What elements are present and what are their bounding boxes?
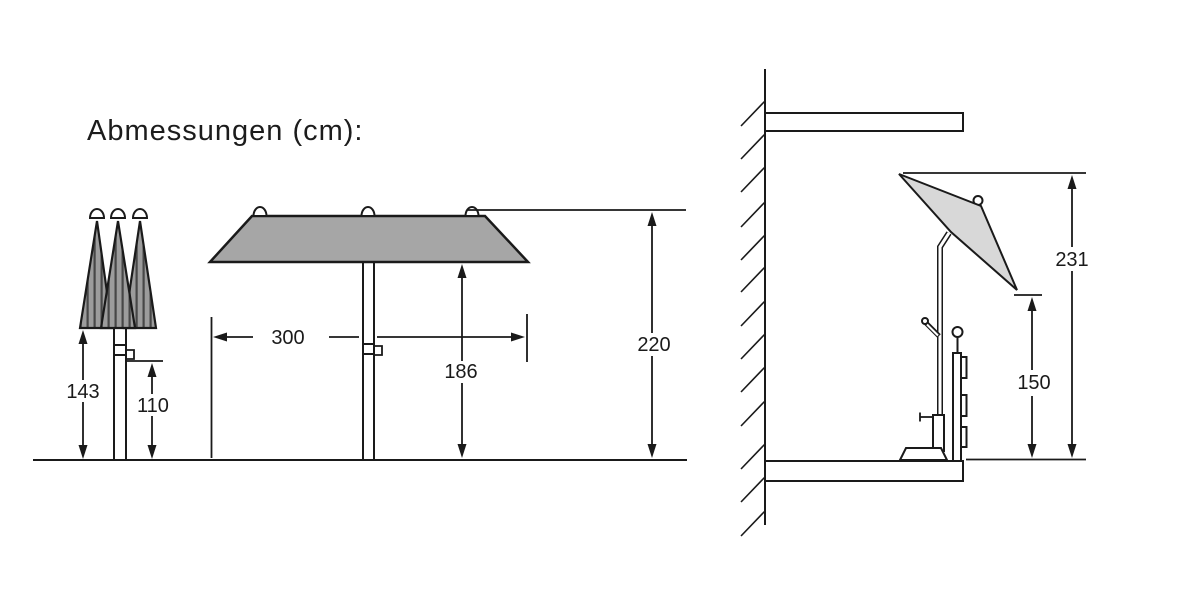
hatch-line [740, 133, 766, 160]
floor-slab [764, 460, 964, 482]
dimension-label-220: 220 [637, 334, 670, 356]
open-umbrella [207, 206, 531, 461]
tilt-step [126, 349, 135, 360]
finial-cap-icon [88, 208, 106, 219]
dimension-label-231: 231 [1055, 249, 1088, 271]
railing-post [952, 352, 962, 462]
dimension-220: 220 [467, 209, 686, 458]
dimension-label-300: 300 [271, 327, 304, 349]
arrowhead-left-icon [213, 332, 227, 342]
umbrella-base-plate [898, 447, 949, 461]
railing-rail [960, 356, 968, 379]
hatch-line [740, 476, 766, 503]
dimension-110: 110 [127, 360, 169, 459]
dimension-186: 186 [444, 264, 478, 458]
ceiling-slab [764, 112, 964, 132]
closed-umbrella [78, 208, 158, 461]
umbrella-pole [362, 261, 375, 461]
arrowhead-down-icon [647, 444, 657, 458]
arrowhead-down-icon [78, 445, 88, 459]
arrowhead-up-icon [78, 330, 88, 344]
closed-canopy-fold [78, 220, 114, 330]
railing-rail [960, 426, 968, 448]
hatch-line [740, 510, 766, 537]
hatch-line [740, 333, 766, 360]
arrowhead-up-icon [147, 363, 157, 377]
finial-cap-icon [131, 208, 149, 219]
open-canopy [207, 214, 531, 264]
wall-hatching [740, 100, 766, 537]
dimension-143: 143 [66, 330, 100, 459]
umbrella-pole-inner [938, 232, 951, 452]
arrowhead-down-icon [1067, 444, 1077, 458]
page-title: Abmessungen (cm): [87, 115, 364, 147]
pole-sleeve [932, 414, 945, 452]
closed-canopy-fold [99, 220, 137, 330]
finial-cap-icon [252, 206, 268, 217]
arrowhead-up-icon [457, 264, 467, 278]
crank-handle-inner [926, 323, 939, 337]
railing-rail [960, 394, 968, 417]
finial-cap-icon [360, 206, 376, 217]
dimension-label-150: 150 [1017, 372, 1050, 394]
hatch-line [740, 266, 766, 293]
hatch-line [740, 201, 766, 228]
closed-canopy-fold [122, 220, 158, 330]
arrowhead-down-icon [1027, 444, 1037, 458]
railing-ball-icon [951, 326, 964, 338]
finial-cap-icon [109, 208, 127, 219]
hatch-line [740, 234, 766, 261]
arrowhead-up-icon [1067, 175, 1077, 189]
dimension-label-143: 143 [66, 381, 99, 403]
dimension-231: 231 [903, 172, 1089, 458]
tilt-step [374, 345, 383, 356]
dimension-300: 300 [210, 314, 528, 458]
balcony-railing [951, 326, 968, 462]
hatch-line [740, 166, 766, 193]
tilted-canopy [898, 173, 1018, 291]
finial-cap-icon [464, 206, 480, 217]
hatch-line [740, 300, 766, 327]
arrowhead-down-icon [147, 445, 157, 459]
hatch-line [740, 100, 766, 127]
dimension-150: 150 [1014, 294, 1051, 458]
arrowhead-down-icon [457, 444, 467, 458]
hatch-line [740, 366, 766, 393]
arrowhead-up-icon [1027, 297, 1037, 311]
pole-collar [113, 344, 127, 356]
pole-collar [362, 343, 375, 355]
dimension-label-186: 186 [444, 361, 477, 383]
arrowhead-right-icon [511, 332, 525, 342]
hatch-line [740, 443, 766, 470]
hatch-line [740, 400, 766, 427]
balcony-section [740, 69, 1086, 537]
dimension-label-110: 110 [137, 395, 169, 417]
arrowhead-up-icon [647, 212, 657, 226]
